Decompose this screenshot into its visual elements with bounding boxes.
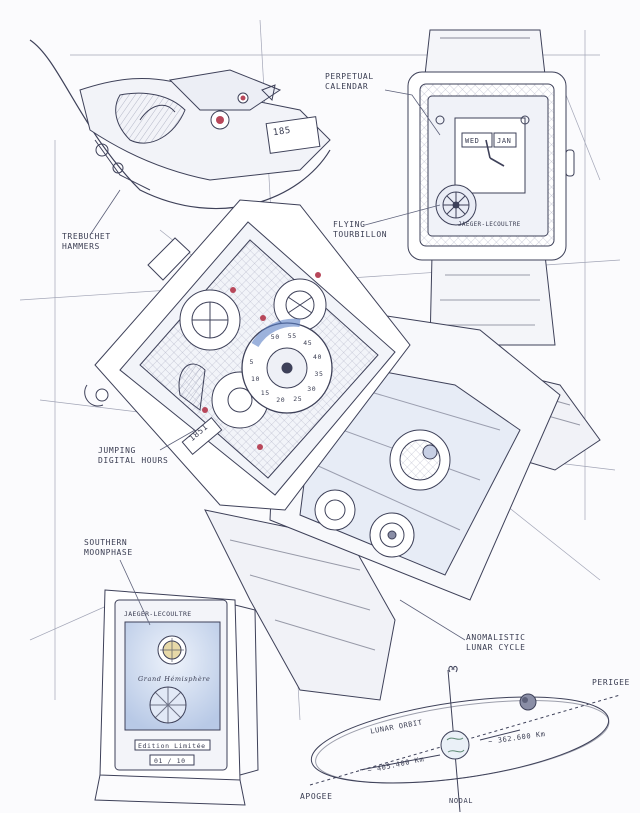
limited-brand: JAEGER-LECOULTRE xyxy=(124,610,192,618)
label-line: PERPETUAL xyxy=(325,72,374,81)
label-line: JUMPING xyxy=(98,446,136,455)
label-line: TREBUCHET xyxy=(62,232,111,241)
edition-label: Edition Limitée xyxy=(138,742,206,750)
trebuchet-hammer-sketch xyxy=(29,39,331,210)
label-line: LUNAR CYCLE xyxy=(466,643,526,652)
label-line: MOONPHASE xyxy=(84,548,133,557)
minute-numeral: 45 xyxy=(303,338,313,347)
sphere-script: Grand Hémisphère xyxy=(138,675,211,683)
label-line: ANOMALISTIC xyxy=(466,633,526,642)
label-line: CALENDAR xyxy=(325,82,369,91)
minute-numeral: 30 xyxy=(307,385,317,394)
label-line: TOURBILLON xyxy=(333,230,388,239)
reverso-main-sketch xyxy=(84,199,601,701)
minute-numeral: 5 xyxy=(249,358,255,367)
minute-numeral: 10 xyxy=(250,375,261,384)
edition-number: 01 / 10 xyxy=(154,757,186,765)
minute-numeral: 25 xyxy=(293,395,303,403)
day-window: WED xyxy=(465,137,480,145)
label-line: FLYING xyxy=(333,220,366,229)
label-trebuchet-hammers: TREBUCHET HAMMERS xyxy=(62,232,111,252)
minute-numeral: 35 xyxy=(314,369,324,378)
label-southern-moonphase: SOUTHERN MOONPHASE xyxy=(84,538,133,558)
reverso-limited-edition-sketch xyxy=(94,589,259,806)
label-anomalistic-lunar-cycle: ANOMALISTIC LUNAR CYCLE xyxy=(466,633,526,653)
minute-numeral: 15 xyxy=(260,389,270,398)
label-line: SOUTHERN xyxy=(84,538,128,547)
minute-numeral: 50 xyxy=(270,332,280,341)
label-jumping-digital-hours: JUMPING DIGITAL HOURS xyxy=(98,446,168,466)
minute-numeral: 55 xyxy=(287,331,297,340)
month-window: JAN xyxy=(497,137,512,145)
orbit-perigee: PERIGEE xyxy=(592,678,630,687)
label-perpetual-calendar: PERPETUAL CALENDAR xyxy=(325,72,374,92)
minute-numeral: 20 xyxy=(276,396,286,405)
label-flying-tourbillon: FLYING TOURBILLON xyxy=(333,220,387,240)
reverso-upright-sketch xyxy=(407,29,575,346)
orbit-apogee: APOGEE xyxy=(300,792,333,801)
label-leader-lines xyxy=(89,89,466,641)
label-line: HAMMERS xyxy=(62,242,100,251)
lunar-orbit-diagram xyxy=(309,665,621,813)
upright-brand: JAEGER-LECOULTRE xyxy=(458,221,521,228)
orbit-nodal: NODAL xyxy=(449,797,474,805)
minute-numeral: 40 xyxy=(313,352,323,361)
label-line: DIGITAL HOURS xyxy=(98,456,169,465)
